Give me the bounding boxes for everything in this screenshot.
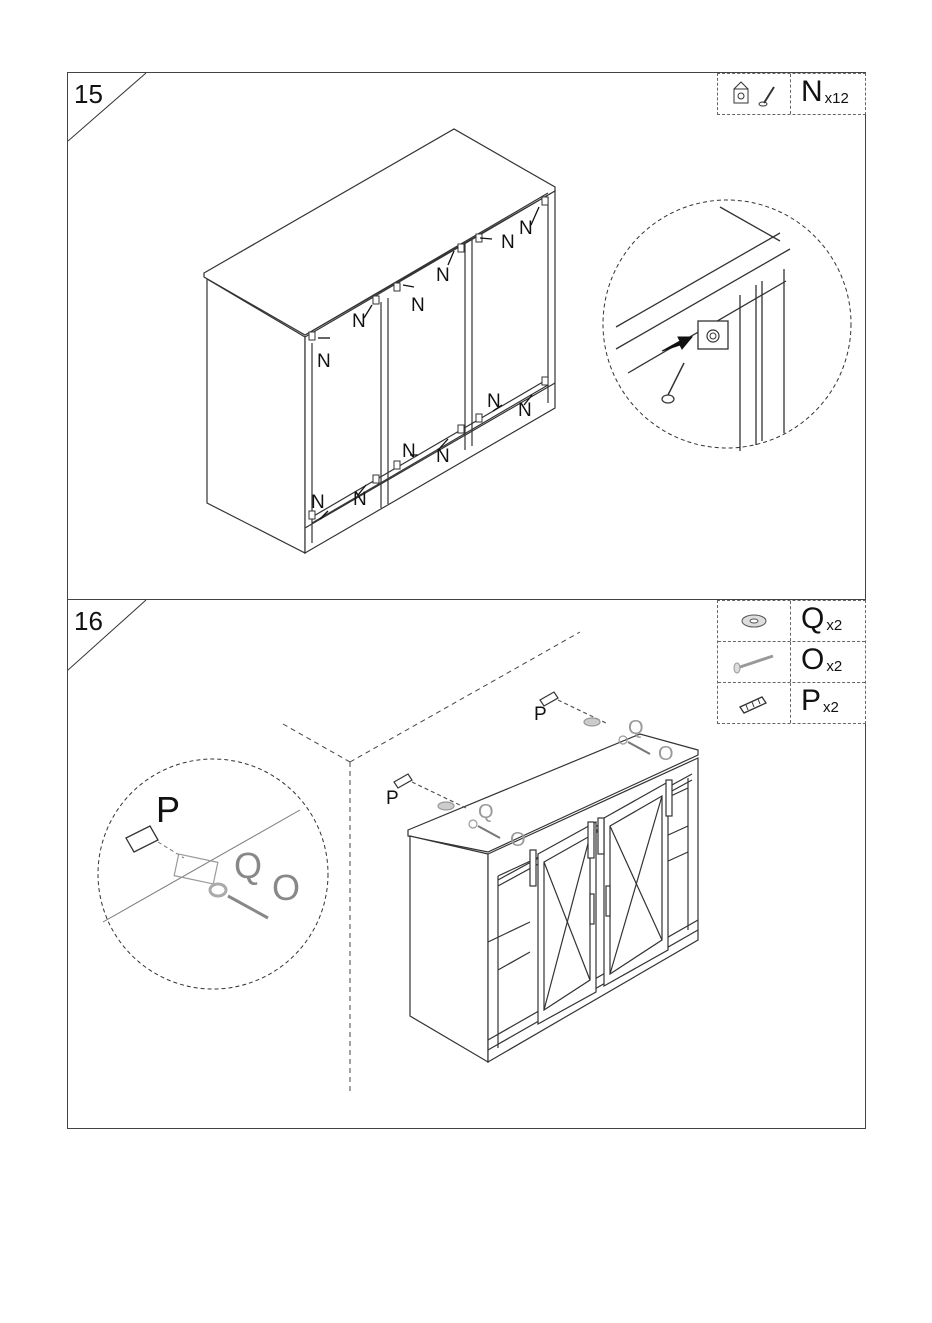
callout-n-2: N (352, 311, 366, 332)
part-letter-o: O (801, 645, 824, 675)
parts-list-step-15: N x12 (717, 73, 866, 115)
callout-q-zoom: Q (234, 845, 262, 886)
wall-anchor-icon (732, 691, 776, 715)
callout-p-zoom: P (156, 789, 180, 830)
callout-n-8: N (353, 489, 367, 510)
step-number-16: 16 (74, 606, 103, 637)
cabinet-front-view (408, 734, 698, 1062)
step-16-panel: P Q O P Q O P Q O 16 (67, 599, 866, 1129)
part-row-q: Q x2 (718, 601, 865, 642)
callout-n-10: N (436, 446, 450, 467)
callout-p-upper: P (534, 704, 547, 725)
callout-n-11: N (487, 391, 501, 412)
callout-q-upper: Q (628, 717, 644, 739)
part-qty-n: x12 (825, 90, 849, 107)
callout-p-lower: P (386, 788, 399, 809)
callout-n-6: N (519, 218, 533, 239)
part-letter-p: P (801, 686, 821, 716)
callout-n-7: N (311, 492, 325, 513)
part-qty-o: x2 (826, 658, 842, 675)
callout-q-lower: Q (478, 801, 494, 823)
callout-n-3: N (411, 295, 425, 316)
callout-n-9: N (402, 441, 416, 462)
callout-n-4: N (436, 265, 450, 286)
zoom-detail-bracket (603, 200, 851, 451)
step-number-15: 15 (74, 79, 103, 110)
part-letter-n: N (801, 77, 823, 107)
washer-icon (734, 611, 774, 631)
callout-n-5: N (501, 232, 515, 253)
callout-o-lower: O (510, 829, 526, 851)
callout-o-upper: O (658, 743, 674, 765)
callout-n-1: N (317, 351, 331, 372)
parts-list-step-16: Q x2 O x2 (717, 600, 866, 724)
part-row-p: P x2 (718, 683, 865, 723)
cabinet-back-view (204, 129, 555, 553)
part-letter-q: Q (801, 604, 824, 634)
bracket-screw-icon (726, 79, 782, 109)
part-qty-q: x2 (826, 617, 842, 634)
part-row-o: O x2 (718, 642, 865, 683)
callout-n-12: N (518, 400, 532, 421)
callout-o-zoom: O (272, 867, 300, 908)
part-row-n: N x12 (718, 74, 865, 114)
step-15-panel: N N N N N N N N N N N N 15 (67, 72, 866, 601)
step-15-diagram: N N N N N N N N N N N N (68, 73, 865, 600)
part-qty-p: x2 (823, 699, 839, 716)
screw-icon (729, 650, 779, 674)
